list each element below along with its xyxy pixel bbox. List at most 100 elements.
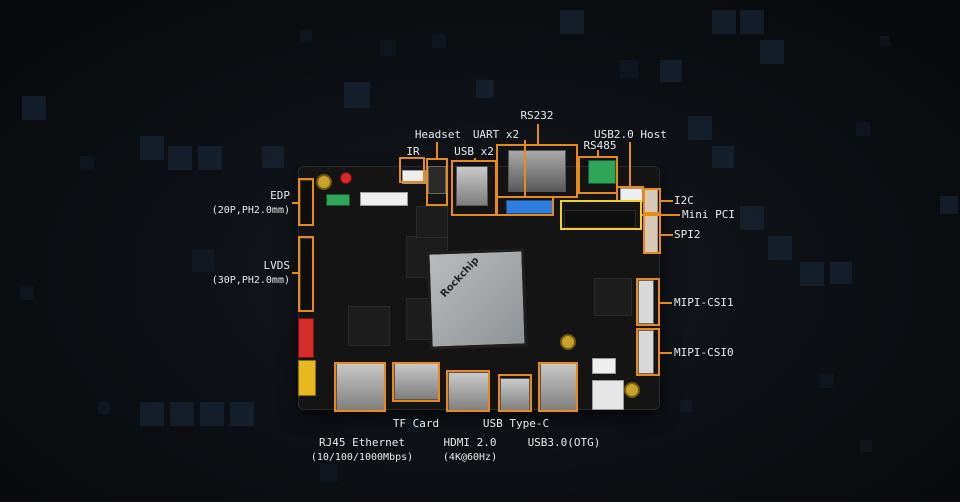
bg-square [200, 402, 224, 426]
rj45-highlight [334, 362, 386, 412]
leader-line [629, 142, 631, 186]
green-connector [326, 194, 350, 206]
label-rs232: RS232 [520, 109, 554, 122]
leader-line [660, 352, 672, 354]
bg-square [620, 60, 638, 78]
bg-square [740, 206, 764, 230]
bg-square [20, 286, 34, 300]
white-connector [592, 358, 616, 374]
usb-x2-port [456, 166, 488, 206]
bg-square [432, 34, 446, 48]
rs485-terminal [588, 160, 616, 184]
white-connector [360, 192, 408, 206]
soc-chip: Rockchip [426, 248, 528, 350]
label-edp-title: EDP [270, 189, 290, 202]
label-mipi-csi1: MIPI-CSI1 [674, 296, 734, 309]
label-mipi-csi0: MIPI-CSI0 [674, 346, 734, 359]
label-lvds-title: LVDS [263, 259, 291, 272]
label-rs485: RS485 [583, 139, 617, 152]
bg-square [940, 196, 958, 214]
leader-line [524, 140, 526, 196]
mipi-csi0-connector [638, 330, 654, 374]
leader-line [474, 158, 476, 160]
white-connector [402, 170, 426, 184]
mipi-csi0-highlight [636, 328, 660, 376]
rs485-highlight [578, 156, 618, 194]
label-uart: UART x2 [472, 128, 520, 141]
bg-square [830, 262, 852, 284]
chip [416, 206, 448, 238]
bg-square [660, 60, 682, 82]
mount-hole [316, 174, 332, 190]
label-usb2-host: USB2.0 Host [594, 128, 667, 141]
leader-line [436, 142, 438, 158]
bg-square [98, 402, 110, 414]
label-usb-typec: USB Type-C [482, 417, 550, 430]
leader-line [661, 234, 673, 236]
leader-line [537, 124, 539, 144]
bg-square [800, 262, 824, 286]
bg-square [140, 136, 164, 160]
label-spi2: SPI2 [674, 228, 701, 241]
soc-brand: Rockchip [438, 255, 482, 300]
edp-highlight [298, 178, 314, 226]
bg-square [262, 146, 284, 168]
bg-square [140, 402, 164, 426]
bg-square [168, 146, 192, 170]
bg-square [768, 236, 792, 260]
label-hdmi-title: HDMI 2.0 [443, 436, 497, 449]
label-rj45-title: RJ45 Ethernet [318, 436, 406, 449]
bg-square [760, 40, 784, 64]
leader-line [661, 200, 673, 202]
bg-square [680, 400, 692, 412]
mipi-csi1-connector [638, 280, 654, 324]
chip [348, 306, 390, 346]
label-tf-card: TF Card [392, 417, 440, 430]
headset-highlight [426, 158, 448, 206]
hdmi-port [448, 372, 490, 412]
bg-square [740, 10, 764, 34]
bg-square [856, 122, 870, 136]
chip [594, 278, 632, 316]
bg-square [22, 96, 46, 120]
usb3-highlight [538, 362, 578, 412]
spi2-highlight [643, 214, 661, 254]
uart-highlight [496, 196, 554, 216]
mount-hole [624, 382, 640, 398]
label-rj45-sub: (10/100/1000Mbps) [310, 452, 414, 463]
bg-square [688, 116, 712, 140]
rs232-highlight [496, 144, 578, 198]
label-usb3: USB3.0(OTG) [527, 436, 601, 449]
label-ir: IR [406, 145, 420, 158]
bg-square [80, 156, 94, 170]
headset-jack [428, 166, 446, 194]
ir-highlight [399, 157, 425, 183]
bg-square [712, 10, 736, 34]
yellow-connector [298, 360, 316, 396]
bg-square [880, 36, 890, 46]
mount-hole [560, 334, 576, 350]
usb-typec-highlight [498, 374, 532, 412]
bg-square [860, 440, 872, 452]
lvds-highlight [298, 236, 314, 312]
mipi-csi1-highlight [636, 278, 660, 326]
label-usb-x2: USB x2 [454, 145, 494, 158]
board: Rockchip [298, 150, 660, 412]
bg-square [380, 40, 396, 56]
ir-receiver [340, 172, 352, 184]
white-module [592, 380, 624, 410]
rs232-connector [508, 150, 566, 192]
leader-line [292, 272, 298, 274]
i2c-highlight [643, 188, 661, 214]
bg-square [300, 30, 312, 42]
hdmi-highlight [446, 370, 490, 412]
bg-square [406, 414, 424, 432]
tf-card-highlight [392, 362, 440, 402]
bg-square [198, 146, 222, 170]
mini-pci-slot [564, 210, 636, 228]
bg-square [230, 402, 254, 426]
bg-square [192, 250, 214, 272]
leader-line [642, 214, 680, 216]
bg-square [344, 82, 370, 108]
